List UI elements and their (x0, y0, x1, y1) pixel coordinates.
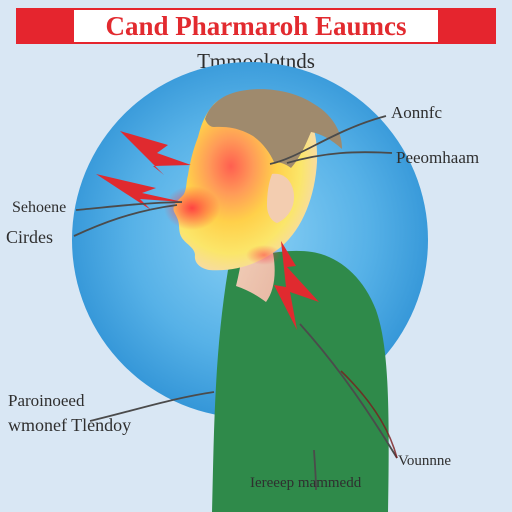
page-title: Cand Pharmaroh Eaumcs (74, 10, 438, 42)
ear (267, 173, 294, 223)
pointer-line-right (286, 151, 393, 164)
lightning-bolt-icon (96, 174, 183, 210)
pointer-line-bottom-center (313, 449, 317, 491)
neck-pain-spot (246, 245, 282, 265)
pointer-line-left-top (75, 201, 183, 211)
title-banner: Cand Pharmaroh Eaumcs (16, 8, 496, 44)
pointer-line-top-right (269, 115, 387, 165)
label-bottom-right: Vounnne (398, 453, 452, 469)
label-top-right: Aonnfc (391, 103, 442, 122)
label-left-top: Sehoene (12, 199, 67, 216)
pointer-line-center-bottom (340, 370, 398, 459)
label-bottom-left-line-1: Paroinoeed (8, 391, 85, 410)
label-bottom-center: Iereeep mammedd (250, 475, 362, 491)
label-bottom-left-line-2: wmonef Tlendoy (8, 415, 132, 435)
label-right: Peeomhaam (396, 148, 480, 167)
lightning-bolt-icon (274, 241, 319, 330)
pointer-line-bottom-right (299, 323, 398, 459)
label-left-bottom: Cirdes (6, 227, 53, 247)
shirt (212, 250, 389, 512)
cheek-pain-spot (164, 186, 220, 230)
lightning-bolt-icon (120, 131, 191, 175)
pointer-line-bottom-left (89, 391, 215, 422)
hair (205, 89, 342, 168)
pointer-line-left-bottom (73, 204, 178, 237)
